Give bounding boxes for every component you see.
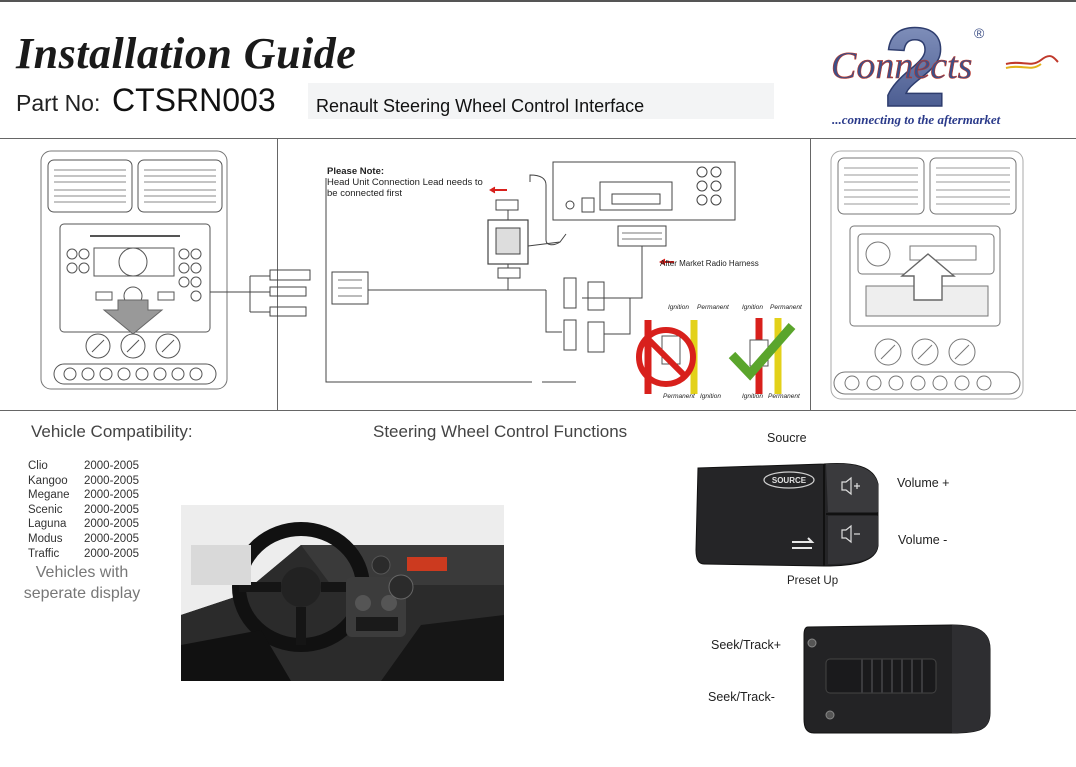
source-button-text: SOURCE	[772, 476, 807, 485]
steering-control-lower	[802, 619, 994, 742]
permanent-label-4: Permanent	[768, 393, 800, 400]
permanent-label-2: Permanent	[770, 304, 802, 311]
steering-control-upper: SOURCE	[694, 454, 884, 577]
wiring-note: Please Note: Head Unit Connection Lead n…	[327, 166, 483, 199]
registered-mark: ®	[974, 25, 985, 41]
original-radio-dash-illustration	[40, 150, 230, 397]
logo-tagline: ...connecting to the aftermarket	[832, 112, 1001, 127]
product-subtitle: Renault Steering Wheel Control Interface	[308, 83, 774, 119]
seek-down-label: Seek/Track-	[708, 690, 775, 704]
permanent-label-1: Permanent	[697, 304, 729, 311]
car-interior-photo	[181, 505, 504, 681]
top-border	[0, 0, 1076, 2]
functions-heading: Steering Wheel Control Functions	[373, 422, 628, 441]
wiring-diagram	[210, 150, 810, 405]
connects2-logo: 2 Connects ®	[826, 4, 1066, 131]
compatibility-heading: Vehicle Compatibility:	[31, 422, 193, 441]
aftermarket-radio-dash-illustration	[830, 150, 1026, 407]
permanent-label-3: Permanent	[663, 393, 695, 400]
preset-up-label: Preset Up	[787, 575, 839, 587]
note-title: Please Note:	[327, 166, 385, 177]
note-line-2: be connected first	[327, 188, 402, 199]
harness-label: After Market Radio Harness	[660, 259, 759, 268]
volume-up-label: Volume +	[897, 476, 950, 490]
ignition-label-4: Ignition	[742, 393, 763, 400]
separate-display-note: Vehicles with seperate display	[23, 564, 141, 602]
seek-up-label: Seek/Track+	[711, 638, 782, 652]
panel-divider-right	[810, 138, 811, 410]
note-line-1: Head Unit Connection Lead needs to	[327, 177, 483, 188]
panel-divider-left	[277, 138, 278, 410]
logo-digit: 2	[884, 8, 946, 118]
ignition-label-1: Ignition	[668, 304, 689, 311]
header-divider	[0, 138, 1076, 139]
diagram-divider	[0, 410, 1076, 411]
part-number-label: Part No:	[16, 90, 101, 116]
source-label: Soucre	[767, 431, 807, 445]
page-title: Installation Guide	[16, 29, 357, 78]
logo-wordmark: Connects	[831, 45, 972, 87]
ignition-label-2: Ignition	[742, 304, 763, 311]
ignition-label-3: Ignition	[700, 393, 721, 400]
part-number: CTSRN003	[112, 82, 282, 119]
volume-down-label: Volume -	[898, 533, 948, 547]
